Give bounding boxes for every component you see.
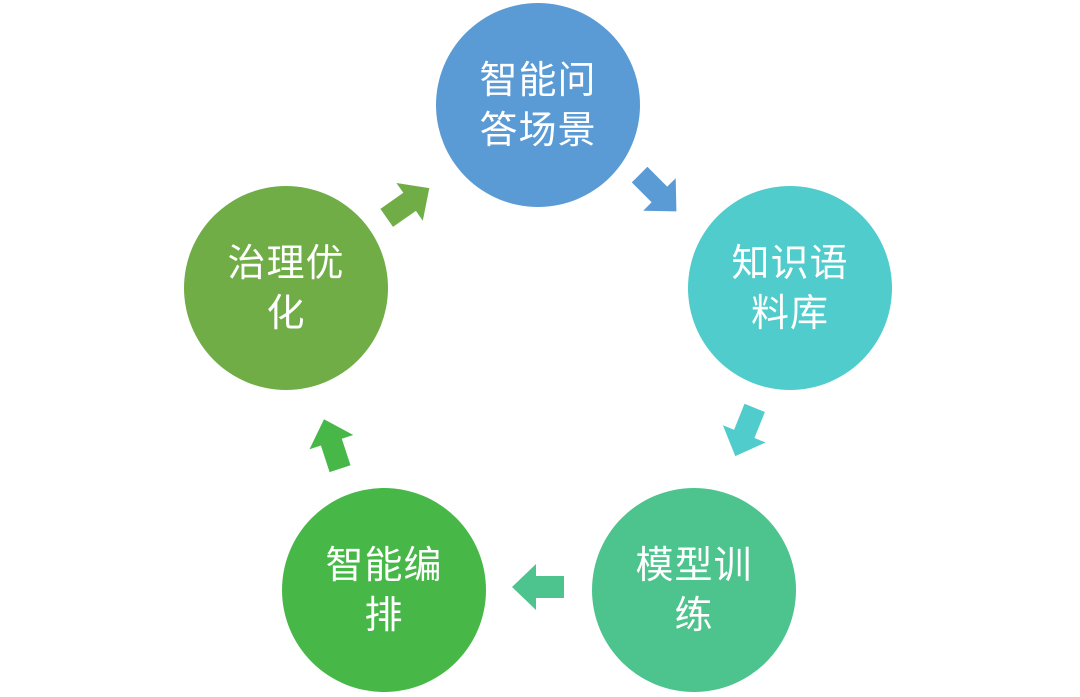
node-model-training: 模型训练 xyxy=(592,488,796,692)
node-smart-orchestration: 智能编排 xyxy=(282,488,486,692)
node-label: 知识语料库 xyxy=(731,241,849,335)
arrow-orchestration-to-governance xyxy=(309,419,354,473)
node-governance-optimization: 治理优化 xyxy=(184,186,388,390)
arrow-governance-to-qa xyxy=(380,183,430,227)
node-label: 治理优化 xyxy=(227,241,345,335)
node-label: 智能编排 xyxy=(325,543,443,637)
node-knowledge-corpus: 知识语料库 xyxy=(688,186,892,390)
node-label: 模型训练 xyxy=(635,543,753,637)
arrow-qa-to-corpus xyxy=(631,166,677,212)
node-qa-scenario: 智能问答场景 xyxy=(436,3,640,207)
arrow-training-to-orchestration xyxy=(512,564,564,610)
arrow-corpus-to-training xyxy=(722,403,766,457)
node-label: 智能问答场景 xyxy=(479,58,597,152)
